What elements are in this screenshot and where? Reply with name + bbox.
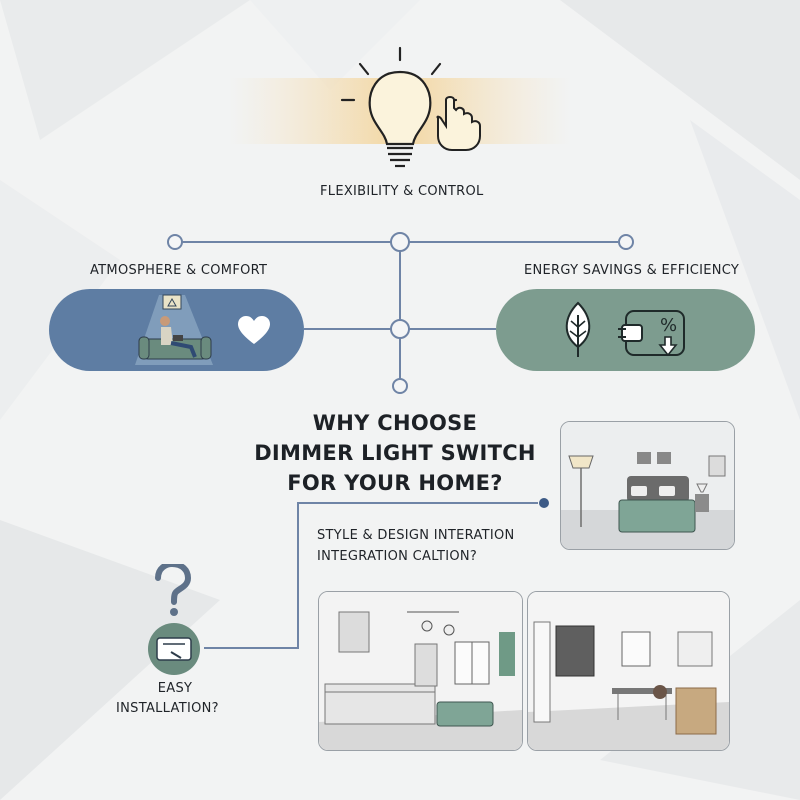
atmosphere-comfort-pill bbox=[49, 289, 304, 371]
plug-percent-icon: % bbox=[618, 310, 685, 357]
kitchen-bedroom-illustration bbox=[318, 591, 523, 751]
leaf-icon bbox=[565, 301, 591, 357]
bedroom-illustration bbox=[560, 421, 735, 550]
heart-icon bbox=[238, 316, 270, 344]
style-design-line-1: STYLE & DESIGN INTERATION bbox=[317, 528, 515, 543]
energy-savings-pill: % bbox=[496, 289, 755, 371]
installation-line-1: EASY bbox=[157, 681, 193, 696]
switch-plate-icon bbox=[148, 623, 200, 675]
flexibility-control-label: FLEXIBILITY & CONTROL bbox=[320, 184, 484, 199]
office-illustration bbox=[527, 591, 730, 751]
energy-savings-label: ENERGY SAVINGS & EFFICIENCY bbox=[524, 263, 740, 278]
page-title: WHY CHOOSE DIMMER LIGHT SWITCH FOR YOUR … bbox=[240, 408, 550, 498]
lightbulb-touch-icon bbox=[230, 46, 570, 168]
person-relaxing-on-sofa-icon bbox=[135, 294, 213, 365]
title-line-1: WHY CHOOSE bbox=[312, 411, 478, 435]
atmosphere-comfort-label: ATMOSPHERE & COMFORT bbox=[90, 263, 268, 278]
title-line-3: FOR YOUR HOME? bbox=[287, 471, 503, 495]
svg-text:%: % bbox=[660, 315, 677, 336]
style-design-line-2: INTEGRATION CALTION? bbox=[317, 549, 478, 564]
question-mark-icon bbox=[155, 564, 192, 616]
title-line-2: DIMMER LIGHT SWITCH bbox=[254, 441, 536, 465]
installation-line-2: INSTALLATION? bbox=[116, 701, 219, 716]
